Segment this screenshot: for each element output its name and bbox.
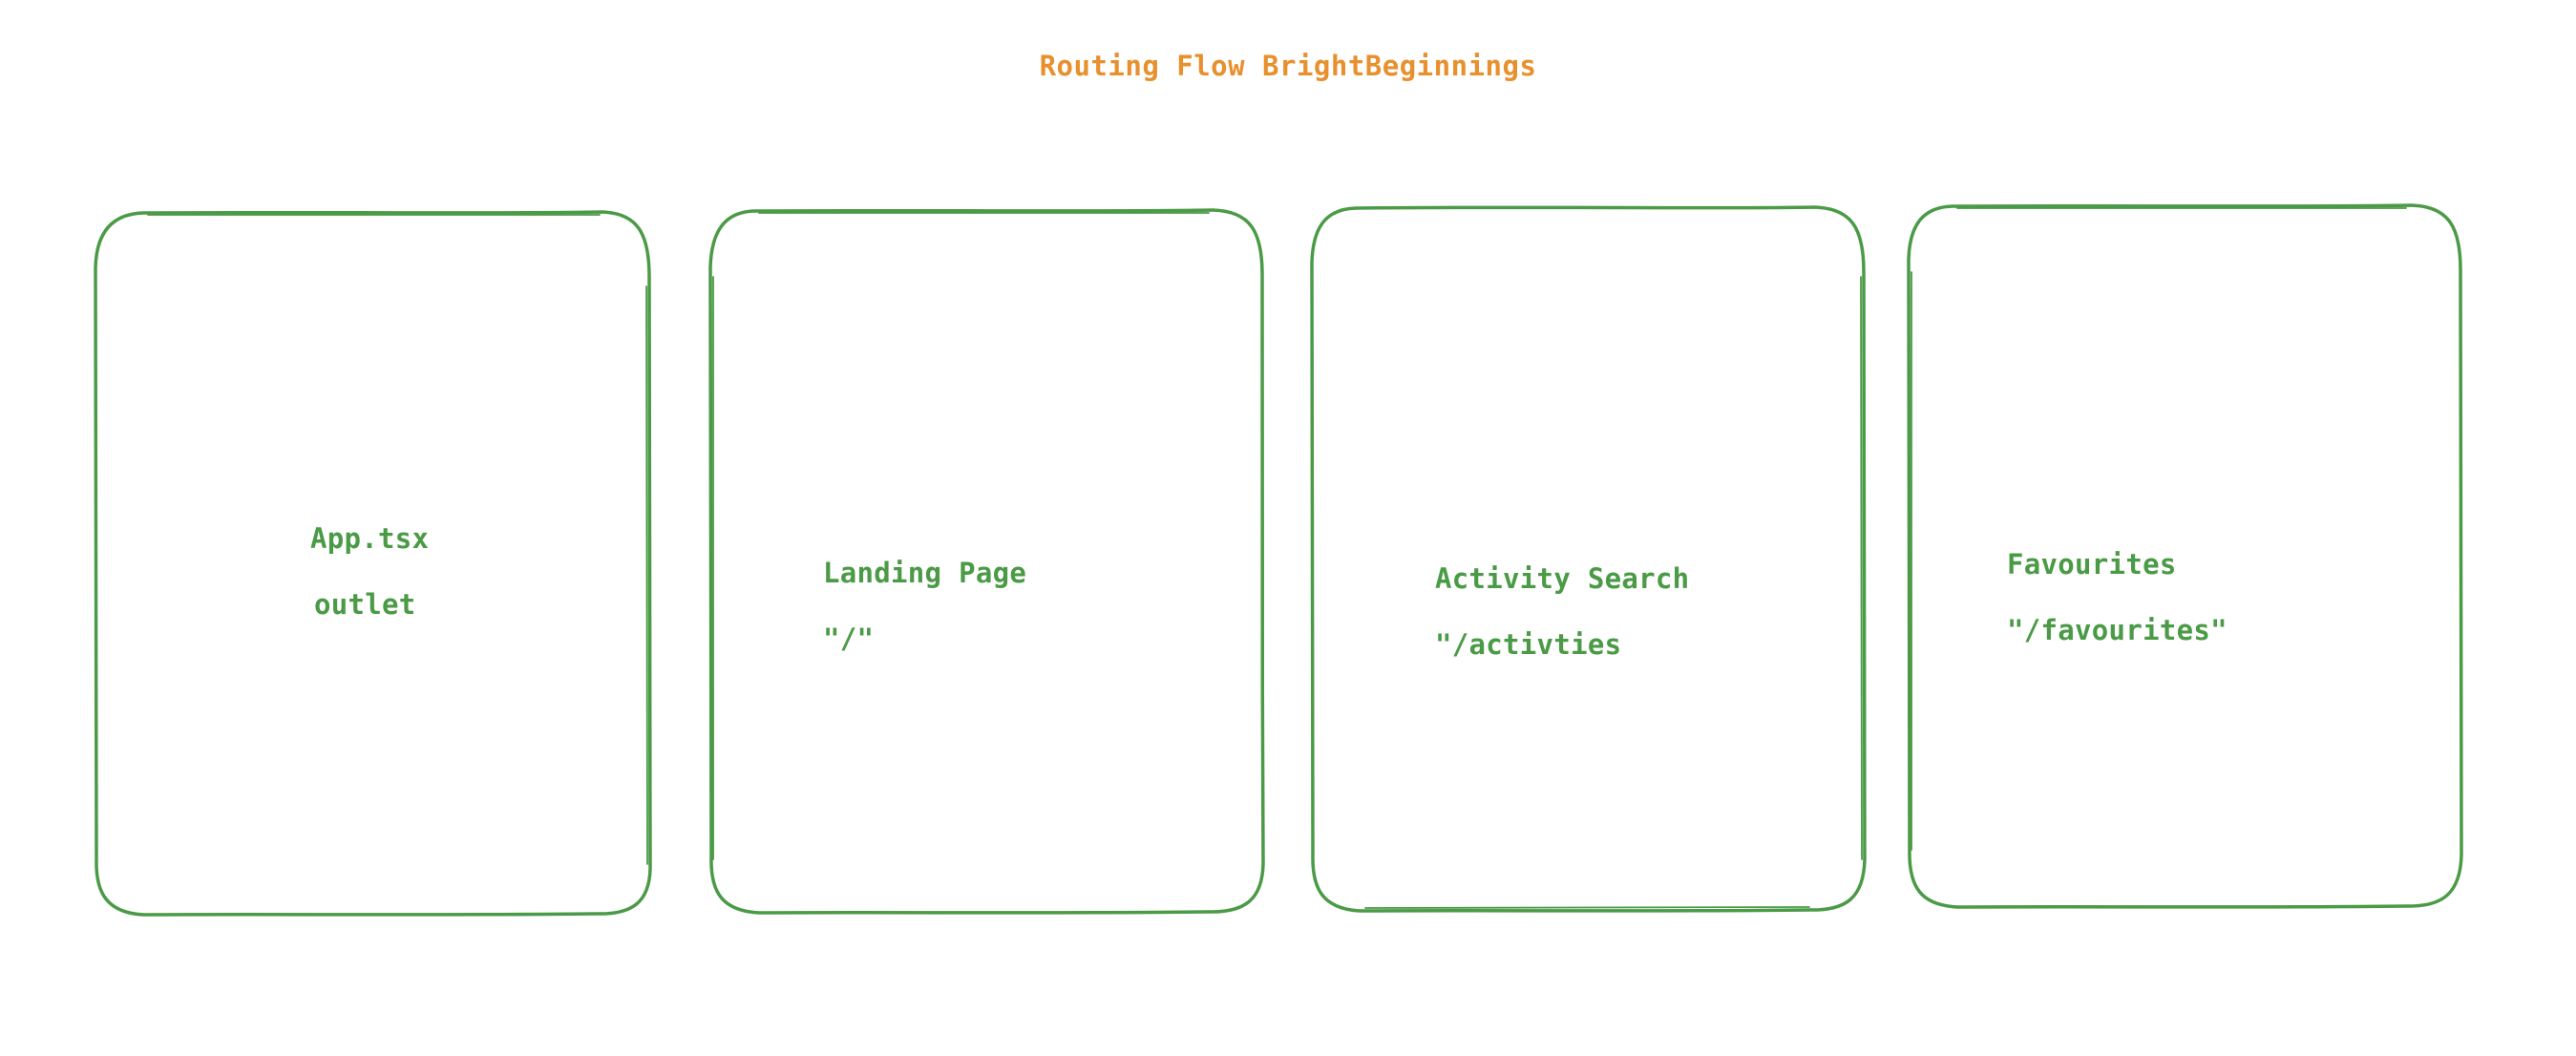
card-landing-outline xyxy=(708,208,1265,915)
card-favourites-outline xyxy=(1907,203,2463,909)
card-app-name: App.tsx xyxy=(310,522,430,555)
card-favourites-route: "/favourites" xyxy=(2007,614,2228,646)
card-activity-route: "/activties xyxy=(1435,628,1622,661)
card-app-route: outlet xyxy=(314,588,416,621)
diagram-title: Routing Flow BrightBeginnings xyxy=(1039,50,1537,82)
card-landing-route: "/" xyxy=(823,623,875,655)
card-activity-name: Activity Search xyxy=(1435,562,1690,595)
card-activity-outline xyxy=(1310,205,1867,913)
card-app-outline xyxy=(94,210,652,917)
card-landing-name: Landing Page xyxy=(823,557,1027,589)
card-favourites-name: Favourites xyxy=(2007,548,2177,581)
